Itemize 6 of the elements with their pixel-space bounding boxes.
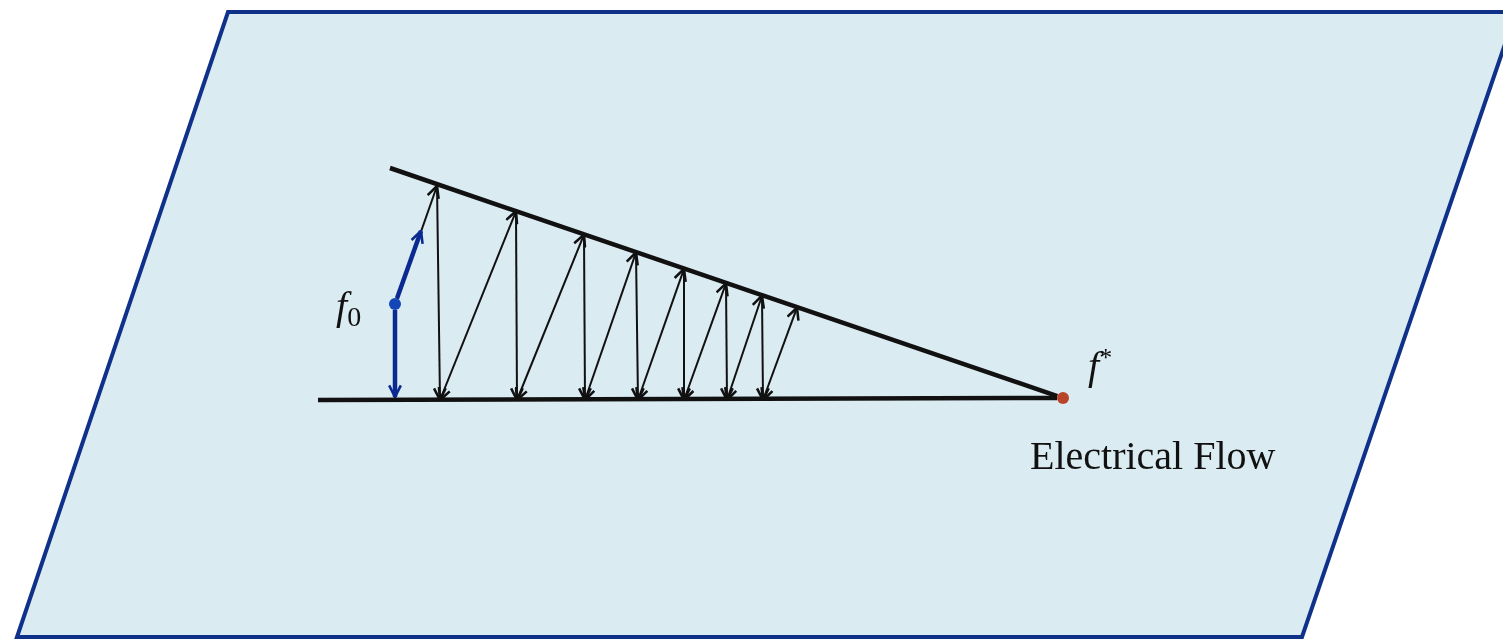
line	[389, 165, 1059, 399]
point-caption: Electrical Flow	[1030, 436, 1276, 476]
point-label: f$_{0}$	[336, 286, 362, 326]
arrow	[394, 229, 424, 300]
arrow	[387, 310, 403, 399]
line	[318, 395, 1057, 403]
